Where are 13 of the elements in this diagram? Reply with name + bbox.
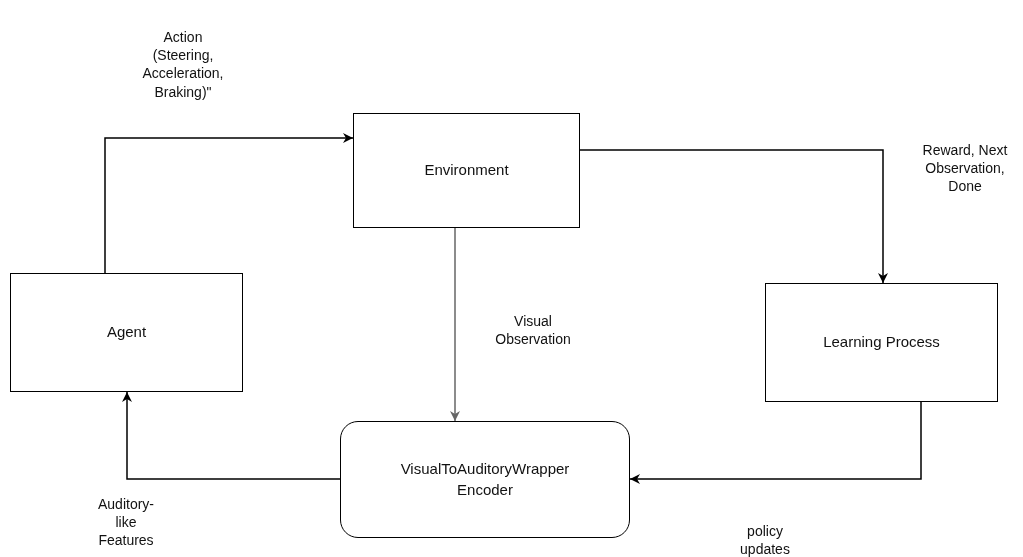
process-box [765,283,998,402]
arrow [579,149,888,284]
arrow [104,133,354,274]
arrow [450,227,460,422]
process-box [353,113,580,228]
node-label: Agent [106,322,147,343]
node-label: VisualToAuditoryWrapper Encoder [399,459,571,500]
arrow [122,391,341,480]
node-label: Learning Process [823,332,940,353]
node-label: Environment [424,160,509,181]
rounded-process-box [340,421,630,538]
process-box [10,273,243,392]
arrow [629,401,922,484]
